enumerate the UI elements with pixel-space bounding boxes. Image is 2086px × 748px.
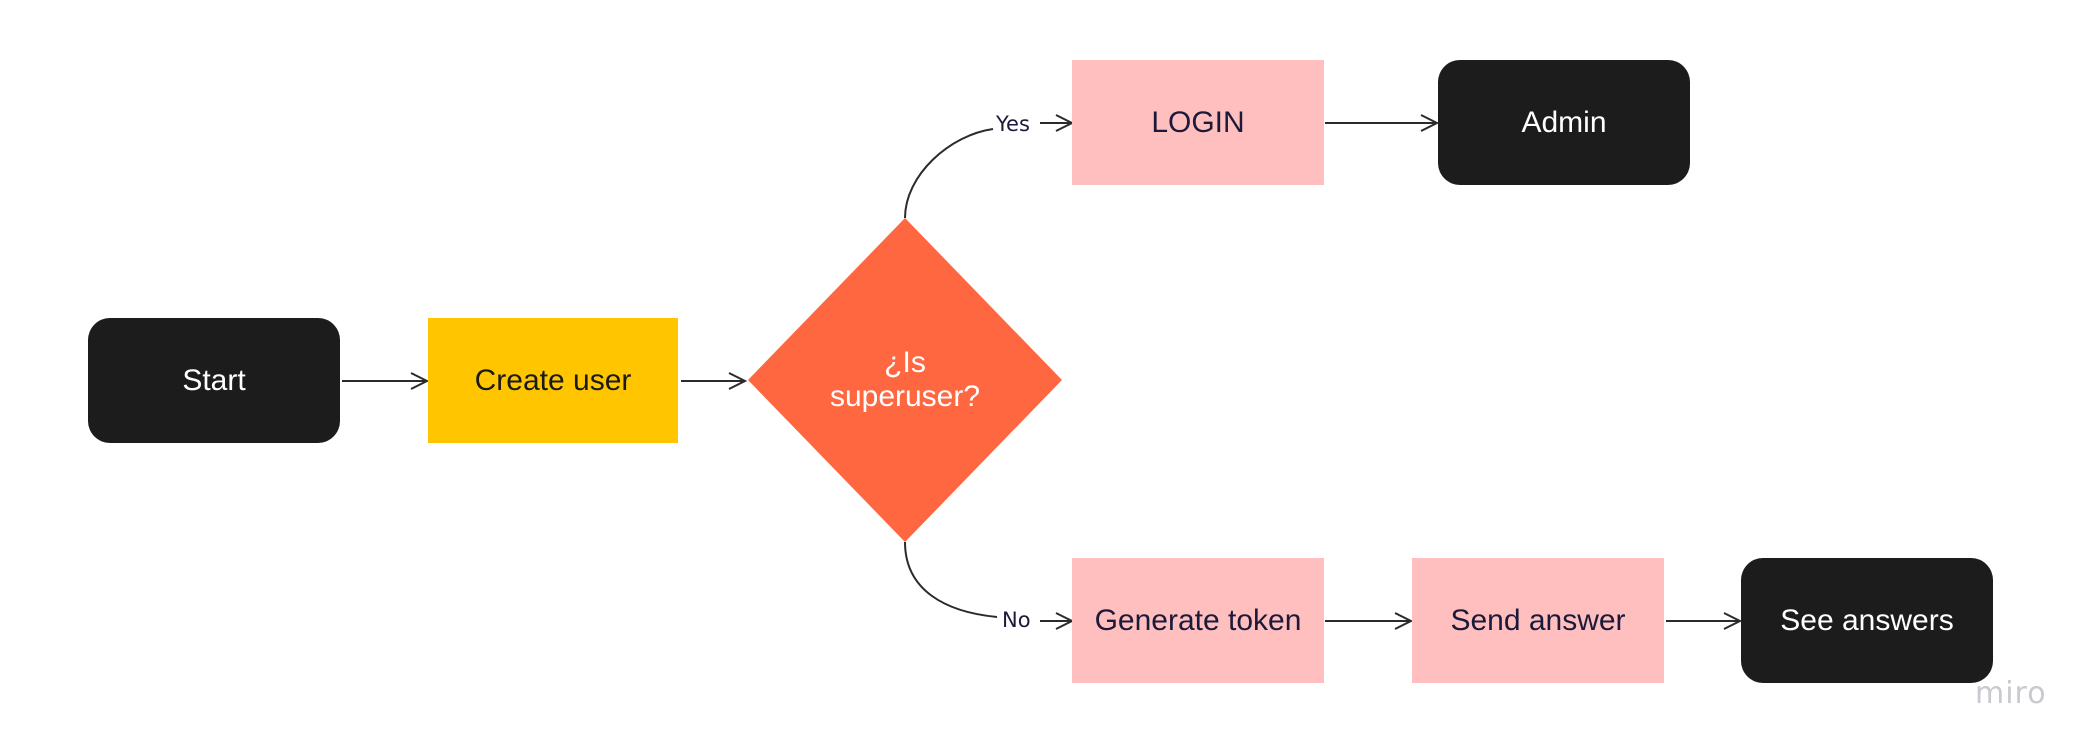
see-answers-node-label: See answers: [1780, 603, 1954, 637]
start-node[interactable]: Start: [88, 318, 340, 443]
login-node-label: LOGIN: [1151, 105, 1245, 139]
generate-token-node[interactable]: Generate token: [1072, 558, 1324, 683]
generate-token-node-label: Generate token: [1094, 603, 1302, 637]
send-answer-node-label: Send answer: [1450, 603, 1626, 637]
admin-node[interactable]: Admin: [1438, 60, 1690, 185]
decision-node-label: ¿Is superuser?: [829, 346, 981, 413]
miro-watermark: miro: [1975, 676, 2047, 711]
edge-label-yes: Yes: [995, 112, 1030, 136]
edge-label-no: No: [1002, 608, 1031, 632]
send-answer-node[interactable]: Send answer: [1412, 558, 1664, 683]
start-node-label: Start: [182, 363, 246, 397]
edge-decision-no: [904, 541, 998, 618]
decision-diamond[interactable]: [748, 218, 1062, 542]
admin-node-label: Admin: [1521, 105, 1607, 139]
create-user-node[interactable]: Create user: [428, 318, 678, 443]
create-user-node-label: Create user: [474, 363, 632, 397]
login-node[interactable]: LOGIN: [1072, 60, 1324, 185]
see-answers-node[interactable]: See answers: [1741, 558, 1993, 683]
edge-decision-yes: [904, 128, 994, 219]
